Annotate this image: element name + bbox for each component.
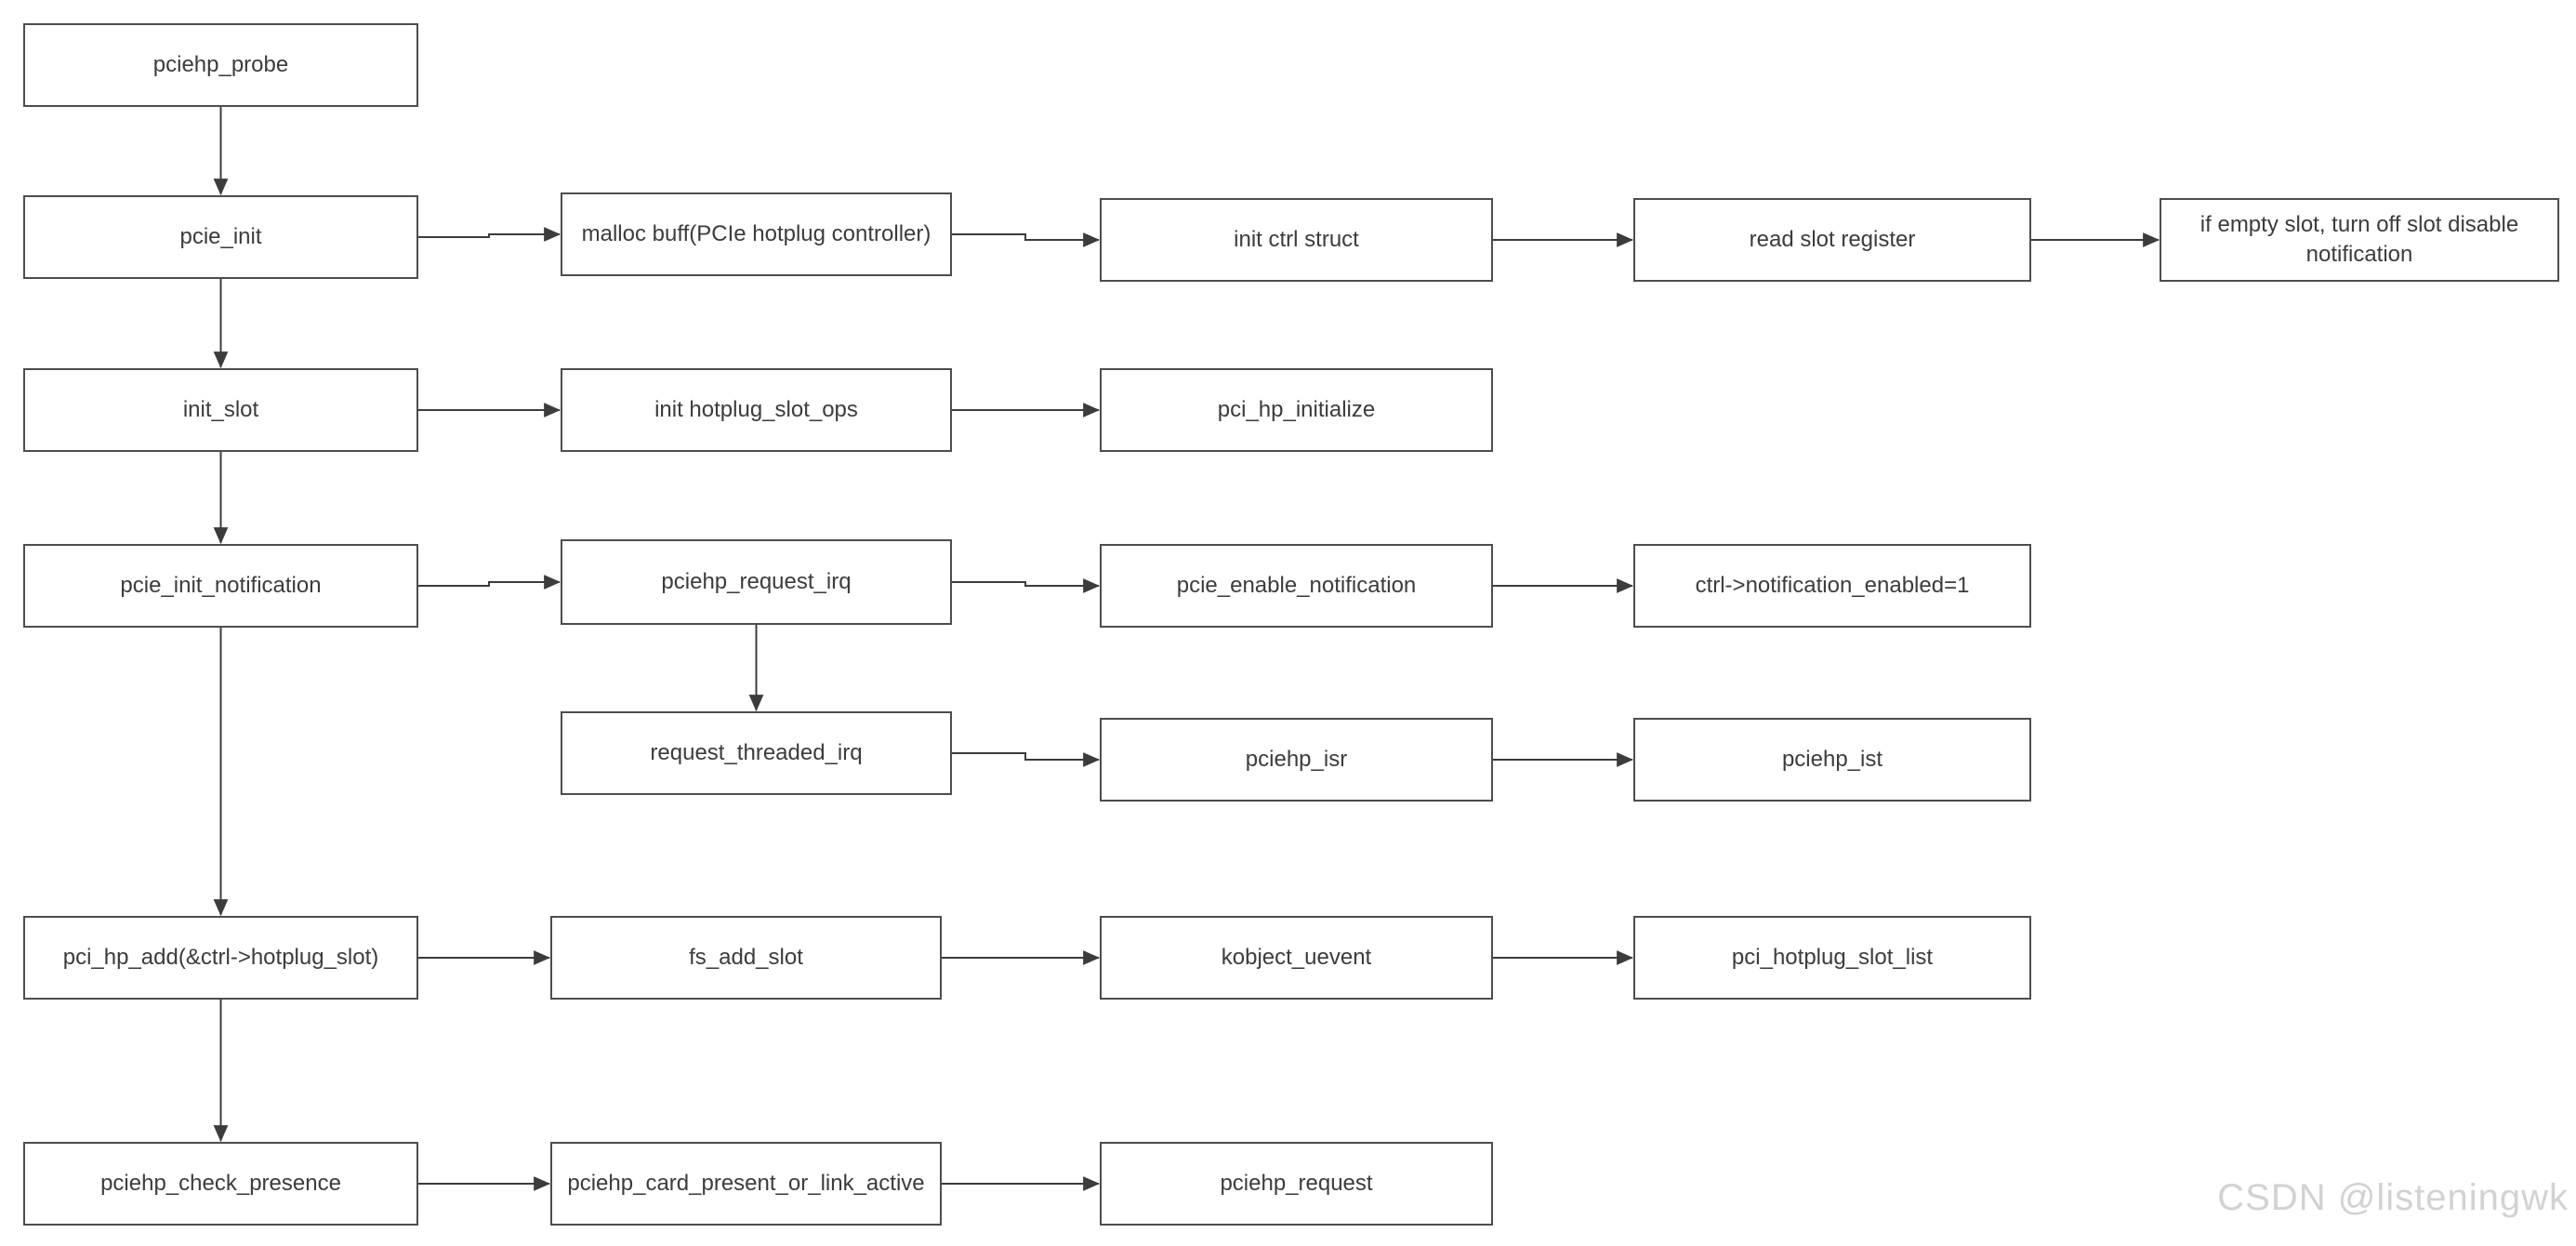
edge-malloc-buff--init-ctrl-struct xyxy=(952,232,1101,247)
node-label: pciehp_card_present_or_link_active xyxy=(567,1170,925,1196)
node-pciehp-request: pciehp_request xyxy=(1100,1142,1493,1226)
node-label: pciehp_ist xyxy=(1781,746,1883,772)
node-pciehp-card-present: pciehp_card_present_or_link_active xyxy=(550,1142,942,1226)
node-init-slot: init_slot xyxy=(23,368,418,452)
node-pciehp-request-irq: pciehp_request_irq xyxy=(561,539,952,625)
node-if-empty-slot: if empty slot, turn off slot disable not… xyxy=(2160,198,2559,282)
edge-pcie-init-notification--pciehp-request-irq xyxy=(418,575,561,590)
node-pci-hotplug-slot-list: pci_hotplug_slot_list xyxy=(1633,916,2031,1000)
node-label: kobject_uevent xyxy=(1221,944,1372,970)
node-pci-hp-initialize: pci_hp_initialize xyxy=(1100,368,1493,452)
node-pciehp-check-presence: pciehp_check_presence xyxy=(23,1142,418,1226)
node-label: pcie_init_notification xyxy=(120,572,322,598)
node-label: pci_hp_add(&ctrl->hotplug_slot) xyxy=(62,944,379,970)
node-kobject-uevent: kobject_uevent xyxy=(1100,916,1493,1000)
node-label: malloc buff(PCIe hotplug controller) xyxy=(581,220,931,246)
node-request-threaded-irq: request_threaded_irq xyxy=(561,711,952,795)
node-init-hotplug-slot-ops: init hotplug_slot_ops xyxy=(561,368,952,452)
node-pcie-init: pcie_init xyxy=(23,195,418,279)
node-malloc-buff: malloc buff(PCIe hotplug controller) xyxy=(561,192,952,276)
node-label: ctrl->notification_enabled=1 xyxy=(1695,572,1970,598)
node-ctrl-notification-enabled: ctrl->notification_enabled=1 xyxy=(1633,544,2031,628)
node-pcie-enable-notification: pcie_enable_notification xyxy=(1100,544,1493,628)
node-label: if empty slot, turn off slot disable not… xyxy=(2200,211,2519,267)
node-pciehp-isr: pciehp_isr xyxy=(1100,718,1493,802)
watermark: CSDN @listeningwk xyxy=(2217,1177,2569,1218)
node-label: request_threaded_irq xyxy=(650,739,863,765)
node-label: read slot register xyxy=(1749,226,1916,252)
node-fs-add-slot: fs_add_slot xyxy=(550,916,942,1000)
edge-request-threaded-irq--pciehp-isr xyxy=(952,752,1101,767)
node-label: pciehp_probe xyxy=(152,51,289,77)
node-label: fs_add_slot xyxy=(689,944,803,970)
node-label: pcie_enable_notification xyxy=(1176,572,1417,598)
node-label: pciehp_check_presence xyxy=(100,1170,341,1196)
edge-pciehp-request-irq--pcie-enable-notification xyxy=(952,578,1101,593)
node-init-ctrl-struct: init ctrl struct xyxy=(1100,198,1493,282)
node-label: pciehp_isr xyxy=(1245,746,1348,772)
node-pcie-init-notification: pcie_init_notification xyxy=(23,544,418,628)
node-pciehp-ist: pciehp_ist xyxy=(1633,718,2031,802)
node-label: init ctrl struct xyxy=(1234,226,1359,252)
node-label: pcie_init xyxy=(179,223,262,249)
node-label: pci_hotplug_slot_list xyxy=(1731,944,1934,970)
node-pciehp-probe: pciehp_probe xyxy=(23,23,418,107)
node-label: init hotplug_slot_ops xyxy=(654,396,858,422)
node-label: pciehp_request xyxy=(1220,1170,1373,1196)
node-read-slot-register: read slot register xyxy=(1633,198,2031,282)
node-pci-hp-add: pci_hp_add(&ctrl->hotplug_slot) xyxy=(23,916,418,1000)
node-label: pci_hp_initialize xyxy=(1217,396,1376,422)
node-label: init_slot xyxy=(182,396,259,422)
edge-pcie-init--malloc-buff xyxy=(418,227,561,242)
node-label: pciehp_request_irq xyxy=(661,568,852,594)
